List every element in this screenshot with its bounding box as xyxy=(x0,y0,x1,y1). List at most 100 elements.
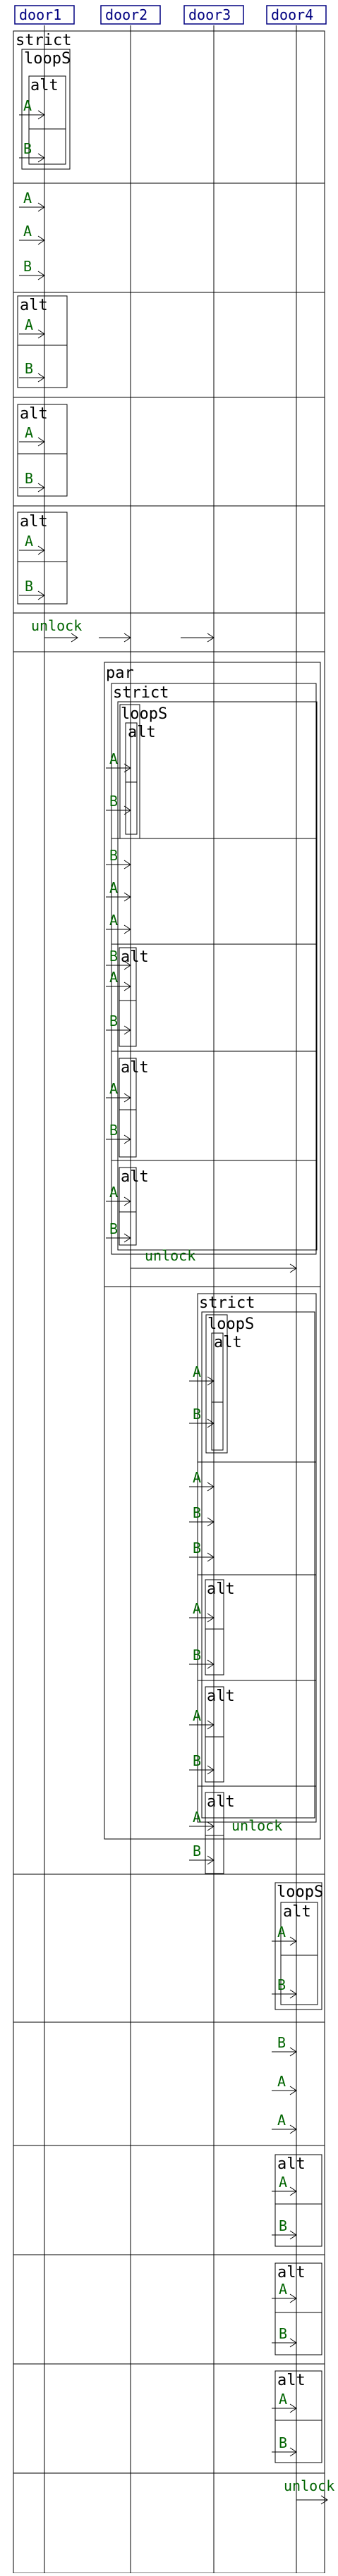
message-label: A xyxy=(277,2112,286,2129)
participant-label: door4 xyxy=(271,6,313,23)
message-arrow-head xyxy=(123,1093,131,1103)
strict-frame xyxy=(197,1293,317,1823)
message-label: B xyxy=(277,1976,286,1993)
unlock-arrow-head xyxy=(71,633,78,643)
unlock-label: unlock xyxy=(31,617,82,634)
frame-label-alt: alt xyxy=(207,1793,235,1811)
alt-frame xyxy=(211,1332,224,1451)
message-arrow-head xyxy=(37,153,45,163)
message-label: B xyxy=(193,1540,201,1556)
unlock-label: unlock xyxy=(284,2477,334,2494)
frame-label-loop: loopS xyxy=(207,1315,254,1333)
message-label: B xyxy=(109,948,118,965)
frame-label-alt: alt xyxy=(207,1688,235,1705)
strict-inner-frame xyxy=(117,701,318,1251)
frame-label-alt: alt xyxy=(128,724,156,741)
message-label: A xyxy=(279,2281,287,2298)
message-label: B xyxy=(25,360,33,377)
message-label: B xyxy=(193,1843,201,1859)
message-label: A xyxy=(109,969,118,986)
participant-header xyxy=(183,5,244,25)
alt-frame xyxy=(205,1686,224,1783)
message-arrow-head xyxy=(37,483,45,493)
message-arrow-head xyxy=(207,1855,215,1865)
message-label: A xyxy=(109,1184,118,1201)
message-arrow-head xyxy=(289,2403,297,2413)
message-arrow-head xyxy=(123,960,131,970)
frame-label-par: par xyxy=(106,664,134,682)
alt-frame xyxy=(274,2262,322,2355)
message-arrow-head xyxy=(123,892,131,902)
message-label: B xyxy=(279,2434,287,2451)
message-arrow-head xyxy=(37,110,45,120)
frame-label-alt: alt xyxy=(214,1334,242,1351)
message-label: A xyxy=(25,533,33,550)
message-label: A xyxy=(193,1469,201,1486)
message-arrow-head xyxy=(37,271,45,280)
message-label: A xyxy=(109,912,118,929)
message-label: B xyxy=(109,847,118,864)
message-arrow-head xyxy=(37,545,45,555)
frame-label-alt: alt xyxy=(277,2264,306,2281)
frame-label-alt: alt xyxy=(20,297,48,314)
message-arrow-head xyxy=(123,860,131,869)
message-arrow-head xyxy=(289,2447,297,2457)
message-label: B xyxy=(23,140,32,157)
message-arrow-head xyxy=(37,373,45,383)
message-arrow-head xyxy=(289,2124,297,2134)
message-arrow-head xyxy=(207,1482,215,1492)
message-arrow-head xyxy=(207,1418,215,1428)
participant-label: door1 xyxy=(19,6,61,23)
message-label: A xyxy=(23,190,32,206)
message-label: A xyxy=(109,1080,118,1097)
frame-label-alt: alt xyxy=(121,1168,149,1186)
frame-label-alt: alt xyxy=(277,2155,306,2173)
message-label: A xyxy=(193,1707,201,1724)
alt-frame xyxy=(119,1058,137,1158)
unlock-arrow-head xyxy=(289,1263,297,1273)
alt-frame xyxy=(17,404,68,497)
message-arrow-head xyxy=(37,235,45,245)
message-arrow-head xyxy=(207,1613,215,1623)
alt-frame xyxy=(274,2370,322,2463)
loop-frame xyxy=(21,49,71,170)
frame-label-alt: alt xyxy=(20,513,48,531)
message-arrow-head xyxy=(207,1376,215,1386)
message-arrow-head xyxy=(289,2338,297,2348)
unlock-arrow-head xyxy=(123,633,131,643)
message-label: A xyxy=(277,1924,286,1940)
participant-header xyxy=(14,5,75,25)
message-arrow-head xyxy=(123,1196,131,1206)
frame-label-alt: alt xyxy=(121,948,149,966)
alt-frame xyxy=(205,1792,224,1874)
message-label: B xyxy=(193,1504,201,1521)
message-label: A xyxy=(279,2174,287,2191)
loop-frame xyxy=(274,1882,322,2010)
message-arrow-head xyxy=(123,805,131,815)
message-arrow-head xyxy=(123,1233,131,1243)
message-label: A xyxy=(23,97,32,114)
message-arrow-head xyxy=(207,1765,215,1775)
message-label: B xyxy=(109,793,118,810)
message-label: B xyxy=(279,2325,287,2342)
message-label: B xyxy=(109,1220,118,1237)
frame-label-strict: strict xyxy=(113,684,169,702)
message-label: A xyxy=(109,750,118,767)
loop-frame xyxy=(205,1314,228,1454)
frame-label-loop: loopS xyxy=(24,50,71,68)
message-arrow-head xyxy=(289,2186,297,2196)
unlock-arrow-head xyxy=(320,2495,328,2505)
message-label: A xyxy=(279,2391,287,2408)
message-arrow-head xyxy=(123,924,131,934)
alt-frame xyxy=(17,295,68,388)
message-arrow-head xyxy=(123,1025,131,1035)
frame-label-strict: strict xyxy=(16,32,71,49)
frame-label-alt: alt xyxy=(20,405,48,423)
alt-frame xyxy=(205,1579,224,1676)
message-arrow-head xyxy=(289,2047,297,2057)
message-label: B xyxy=(193,1752,201,1769)
message-arrow-head xyxy=(123,763,131,773)
frame-label-loop: loopS xyxy=(121,705,167,723)
alt-frame xyxy=(119,947,137,1047)
